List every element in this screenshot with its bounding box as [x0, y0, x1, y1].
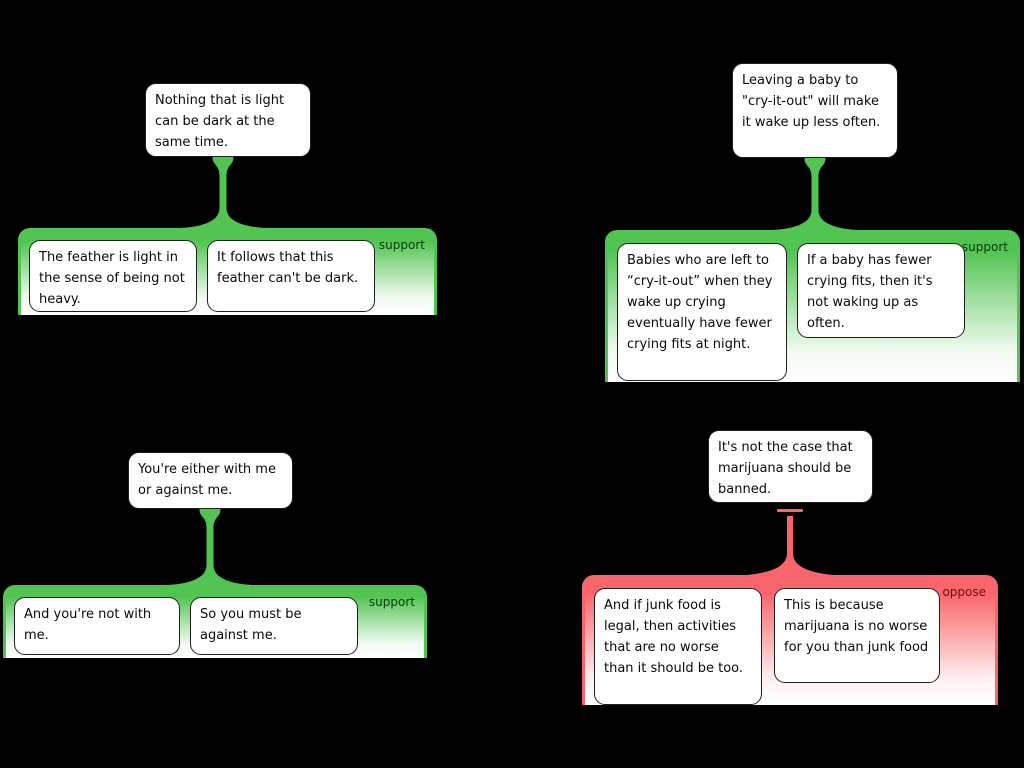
- oppose-connector-icon: [747, 509, 833, 575]
- premise-box[interactable]: This is because marijuana is no worse fo…: [774, 588, 940, 683]
- reason-group[interactable]: support And you're not with me. So you m…: [3, 585, 427, 658]
- premise-box[interactable]: And if junk food is legal, then activiti…: [594, 588, 762, 705]
- premise-box[interactable]: And you're not with me.: [14, 597, 180, 655]
- relation-label: oppose: [942, 585, 986, 599]
- conclusion-box[interactable]: It's not the case that marijuana should …: [708, 430, 873, 503]
- support-connector-icon: [167, 509, 253, 585]
- premise-box[interactable]: Babies who are left to “cry-it-out” when…: [617, 243, 787, 381]
- conclusion-box[interactable]: You're either with me or against me.: [128, 452, 293, 509]
- reason-group[interactable]: oppose And if junk food is legal, then a…: [582, 575, 998, 705]
- support-connector-icon: [772, 158, 858, 230]
- reason-group[interactable]: support The feather is light in the sens…: [18, 228, 437, 315]
- relation-label: support: [961, 240, 1008, 254]
- premise-box[interactable]: So you must be against me.: [190, 597, 358, 655]
- support-connector-icon: [180, 157, 266, 228]
- relation-label: support: [378, 238, 425, 252]
- premise-box[interactable]: The feather is light in the sense of bei…: [29, 240, 197, 312]
- conclusion-box[interactable]: Nothing that is light can be dark at the…: [145, 83, 311, 157]
- relation-label: support: [368, 595, 415, 609]
- premise-box[interactable]: If a baby has fewer crying fits, then it…: [797, 243, 965, 338]
- reason-group[interactable]: support Babies who are left to “cry-it-o…: [605, 230, 1020, 382]
- premise-box[interactable]: It follows that this feather can't be da…: [207, 240, 375, 312]
- conclusion-box[interactable]: Leaving a baby to "cry-it-out" will make…: [732, 63, 898, 158]
